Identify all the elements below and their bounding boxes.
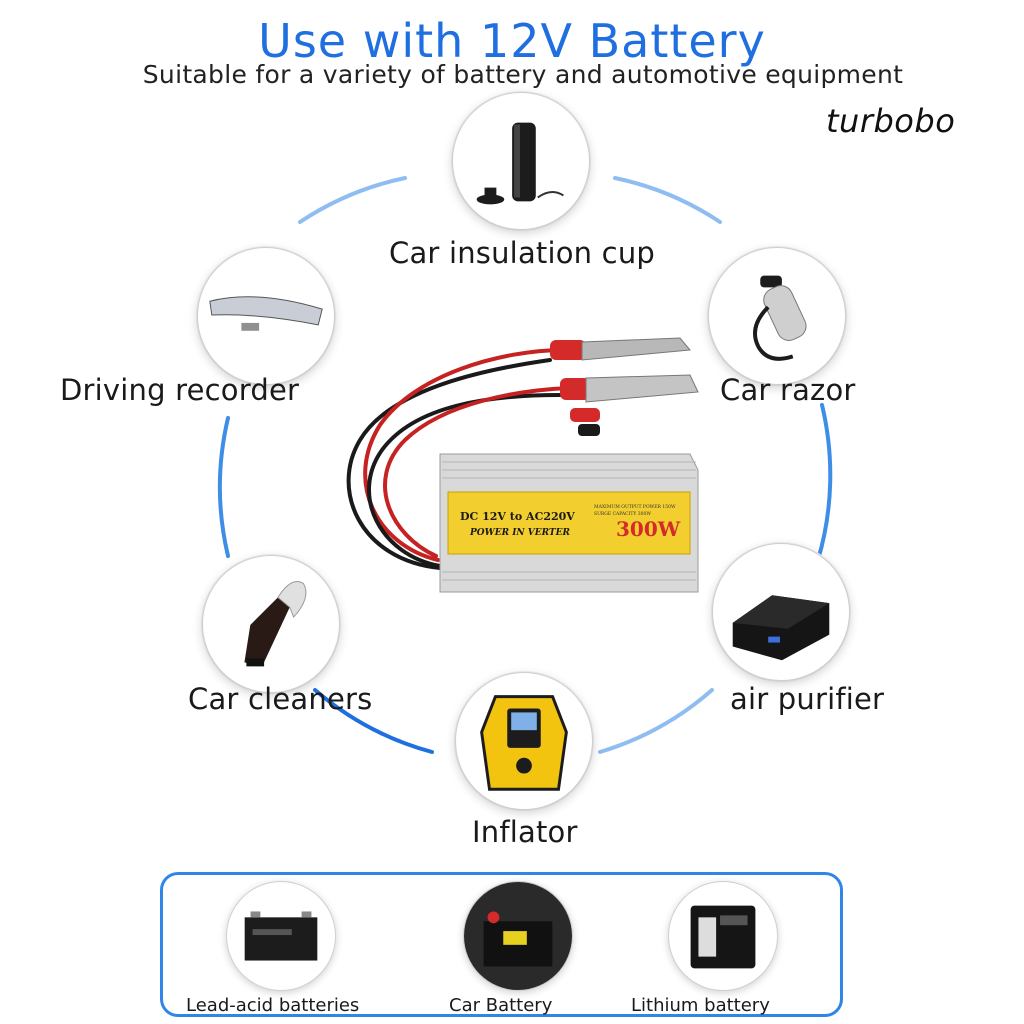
ring-arc <box>298 176 407 224</box>
lithium-battery-icon <box>668 881 778 991</box>
battery-types-panel: Lead-acid batteries Car Battery Lithium … <box>160 872 843 1017</box>
air-purifier-icon <box>712 543 850 681</box>
inverter-line2: POWER IN VERTER <box>469 528 570 538</box>
driving-recorder-icon <box>197 247 335 385</box>
inverter-line1: DC 12V to AC220V <box>460 510 575 523</box>
ring-arc <box>217 416 230 558</box>
inverter-spec2: SURGE CAPACITY 300W <box>594 511 651 517</box>
insulation-cup-icon <box>452 92 590 230</box>
device-label: Driving recorder <box>60 373 300 407</box>
ring-arc <box>313 688 434 754</box>
inverter-power: 300W <box>616 517 681 541</box>
device-label: air purifier <box>730 682 885 716</box>
vacuum-cleaner-icon <box>202 555 340 693</box>
device-label: Inflator <box>472 815 578 849</box>
device-label: Car insulation cup <box>389 236 656 270</box>
ring-arc <box>598 688 714 754</box>
power-inverter-image: DC 12V to AC220V POWER IN VERTER MAXIMUM… <box>346 337 699 593</box>
inflator-icon <box>455 672 593 810</box>
razor-icon <box>708 247 846 385</box>
battery-label: Lead-acid batteries <box>186 995 360 1016</box>
page-subtitle: Suitable for a variety of battery and au… <box>142 60 904 89</box>
device-label: Car cleaners <box>188 682 373 716</box>
device-label: Car razor <box>720 373 856 407</box>
car-battery-icon <box>463 881 573 991</box>
battery-label: Car Battery <box>449 995 553 1016</box>
lead-acid-battery-icon <box>226 881 336 991</box>
brand-logo: turbobo <box>826 102 956 140</box>
ring-arc <box>613 176 722 224</box>
page-title: Use with 12V Battery <box>258 14 766 68</box>
ring-arc <box>816 403 833 562</box>
inverter-spec1: MAXIMUM OUTPUT POWER 150W <box>594 504 676 510</box>
battery-label: Lithium battery <box>631 995 770 1016</box>
